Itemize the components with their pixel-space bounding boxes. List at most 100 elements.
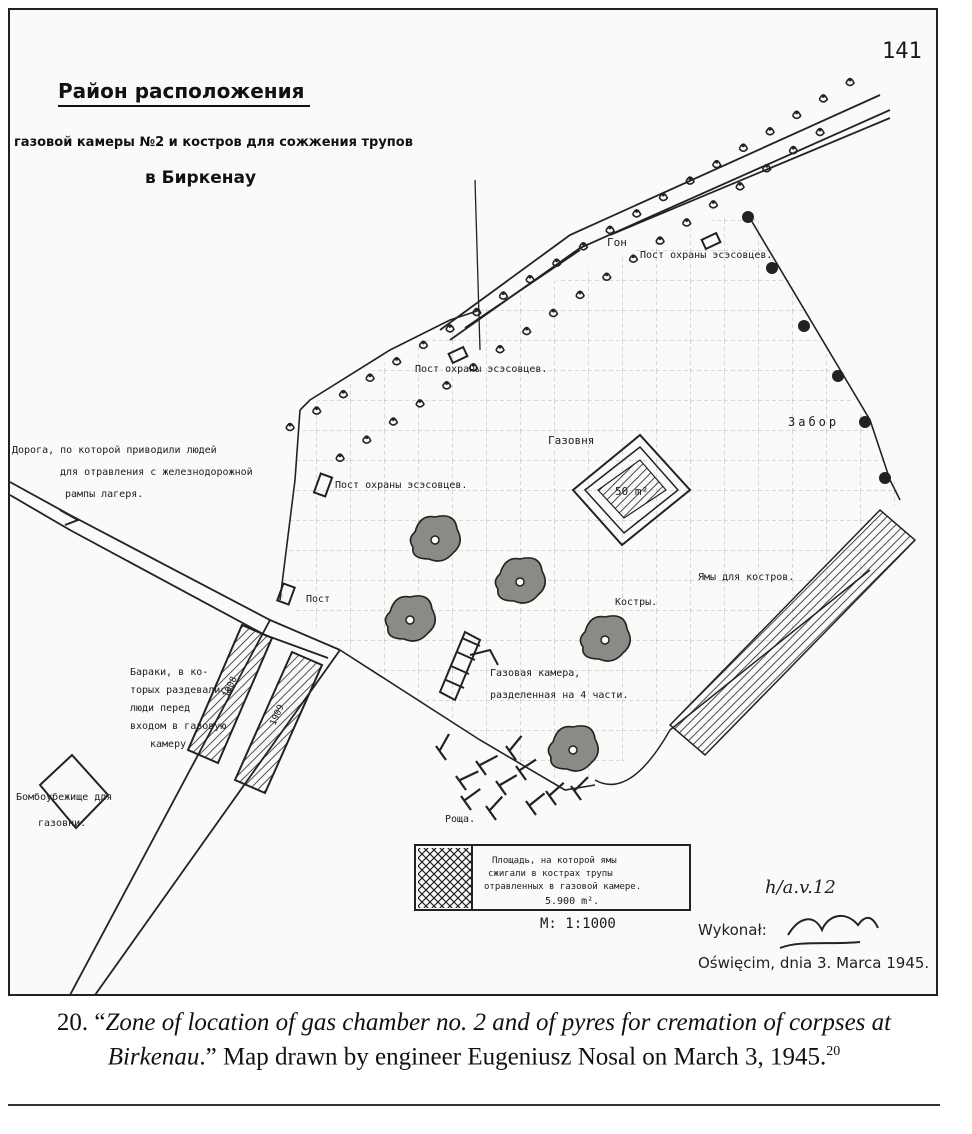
guard-post-small-label: Пост xyxy=(306,594,330,605)
bomb-shelter xyxy=(38,753,110,830)
signature xyxy=(779,915,879,949)
pyres-area-label: Ямы для костров. xyxy=(698,572,794,583)
caption-rest: .” Map drawn by engineer Eugeniusz Nosal… xyxy=(199,1043,827,1071)
tree-symbol xyxy=(495,344,505,354)
page-number: 141 xyxy=(882,39,922,64)
tree-symbol xyxy=(711,159,722,169)
barracks-label-5: камеру. xyxy=(150,739,192,750)
tree-symbol xyxy=(391,357,402,366)
tree-symbol xyxy=(738,143,749,153)
barracks-label-3: люди перед xyxy=(130,703,190,714)
legend-text-3: отравленных в газовой камере. xyxy=(484,882,641,892)
pyre xyxy=(494,557,546,604)
forest-tree-mark xyxy=(435,733,450,761)
tree-symbol xyxy=(708,200,719,209)
legend-text-1: Площадь, на которой ямы xyxy=(492,856,617,866)
gas-chamber-label-1: Газовая камера, xyxy=(490,668,580,679)
guard-posts xyxy=(276,231,722,606)
fence xyxy=(742,211,901,501)
figure-caption: 20. “Zone of location of gas chamber no.… xyxy=(8,1008,940,1071)
tree-symbol xyxy=(605,225,615,235)
caption-italic: Zone of location of gas chamber no. 2 an… xyxy=(105,1009,892,1071)
barracks-label-4: входом в газовую xyxy=(130,721,226,732)
path-label-3: рампы лагеря. xyxy=(65,489,143,500)
barracks-label-1: Бараки, в ко- xyxy=(130,667,208,678)
tree-symbol xyxy=(361,435,372,444)
map-title-line1: Район расположения xyxy=(58,79,304,103)
forest-tree-mark xyxy=(570,776,589,801)
legend-value: 5.900 m². xyxy=(545,896,599,907)
pyre xyxy=(384,595,436,642)
tree-symbol xyxy=(525,274,535,284)
north-line xyxy=(474,179,481,351)
tree-symbol xyxy=(418,340,429,350)
tree-symbol xyxy=(575,290,585,300)
forest-tree-mark xyxy=(455,770,479,791)
scale-label: М: 1:1000 xyxy=(540,916,616,932)
path-label-1: Дорога, по которой приводили людей xyxy=(12,444,217,456)
tree-symbol xyxy=(681,218,692,227)
tree-symbol xyxy=(338,389,349,399)
date-line: Oświęcim, dnia 3. Marca 1945. xyxy=(698,954,929,972)
forest-tree-mark xyxy=(485,795,504,821)
barracks: 1908 1909 xyxy=(186,623,324,795)
tree-symbol xyxy=(498,291,509,300)
guard-post-mid-label: Пост охраны эсэсовцев. xyxy=(335,480,467,491)
pyre xyxy=(409,515,461,562)
pyre-trench-band xyxy=(668,508,917,757)
tree-symbol xyxy=(818,94,829,103)
tree-symbol xyxy=(631,209,642,218)
tree-symbol xyxy=(761,163,772,173)
forest-tree-mark xyxy=(545,781,565,806)
caption-footnote: 20 xyxy=(826,1044,841,1059)
gas-chamber-label-2: разделенная на 4 части. xyxy=(490,690,628,701)
tree-symbol xyxy=(285,422,295,432)
tree-symbol xyxy=(845,77,855,87)
tree-symbol xyxy=(791,110,802,120)
tree-symbol xyxy=(685,176,695,185)
forest-tree-mark xyxy=(525,792,546,816)
road-label: Гон xyxy=(607,236,627,249)
bunker-label-2: газовни. xyxy=(38,818,86,829)
map-frame: Гон Забор Пост охраны эсэсовцев. Пост ох… xyxy=(8,8,938,996)
tree-symbol xyxy=(521,326,532,336)
tree-symbol xyxy=(471,307,482,317)
forest-tree-mark xyxy=(515,758,537,781)
tree-symbol xyxy=(311,406,322,415)
tree-symbol xyxy=(655,236,665,245)
gas-chamber-area-label: Газовня xyxy=(548,434,594,447)
tree-symbol xyxy=(765,127,775,136)
reference-code: h/a.v.12 xyxy=(765,877,836,898)
forest-tree-mark xyxy=(495,774,518,796)
grid-zone xyxy=(280,205,900,790)
bunker-label-1: Бомбоубежище для xyxy=(16,791,112,803)
tree-symbol xyxy=(578,242,589,251)
tree-symbol xyxy=(335,453,345,463)
pyres-label: Костры. xyxy=(615,597,657,608)
guard-post-top-label: Пост охраны эсэсовцев. xyxy=(415,364,547,375)
forest-label: Роща. xyxy=(445,814,475,825)
tree-symbol xyxy=(441,381,452,390)
tree-symbol xyxy=(551,258,562,268)
fence-label: Забор xyxy=(788,415,839,429)
signed-by-label: Wykonał: xyxy=(698,921,767,939)
caption-number: 20. “ xyxy=(56,1009,106,1036)
enclosure-outline xyxy=(279,309,596,791)
pyres xyxy=(384,515,631,772)
tree-symbol xyxy=(658,192,669,202)
forest xyxy=(435,733,589,821)
gas-chamber-building: 50 m² xyxy=(571,433,692,547)
map-title-line2: газовой камеры №2 и костров для сожжения… xyxy=(14,135,413,150)
tree-symbol xyxy=(468,362,479,372)
gas-chamber-value: 50 m² xyxy=(615,485,648,498)
tree-symbol xyxy=(601,272,612,282)
guard-post-right-label: Пост охраны эсэсовцев. xyxy=(640,250,772,261)
birkenau-map: Гон Забор Пост охраны эсэсовцев. Пост ох… xyxy=(10,39,929,994)
tree-symbol xyxy=(388,417,399,426)
forest-tree-mark xyxy=(505,735,523,761)
pyre xyxy=(547,725,599,772)
tree-row xyxy=(285,77,855,463)
tree-symbol xyxy=(548,308,559,318)
tree-symbol xyxy=(788,145,799,155)
gas-chamber-small xyxy=(438,630,499,702)
